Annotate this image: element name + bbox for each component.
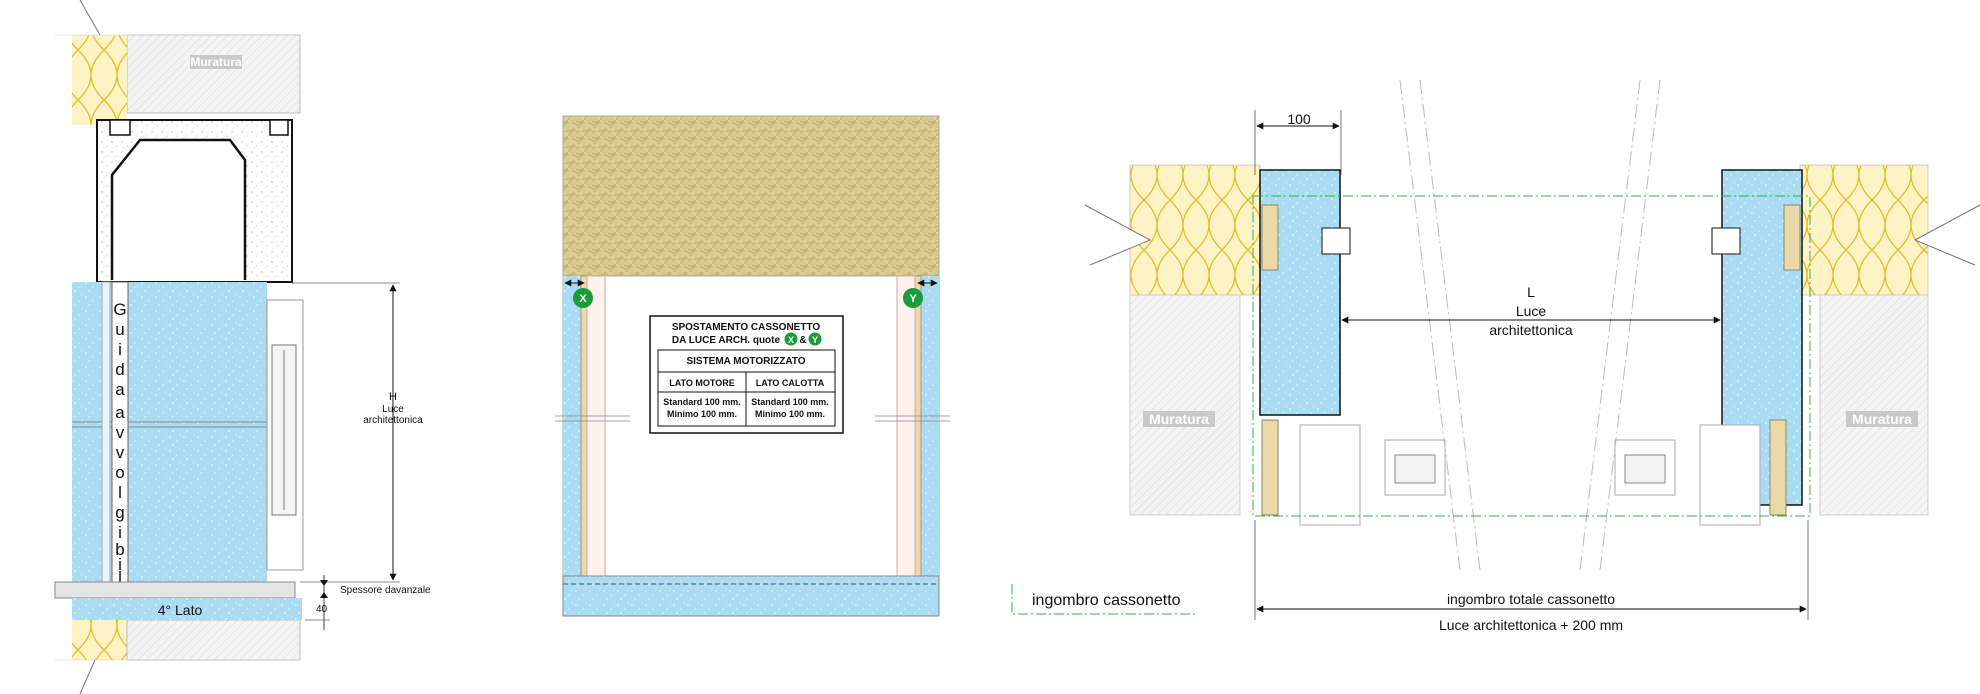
height-dim-label-1: Luce [382, 404, 404, 415]
table-col-motore: LATO MOTORE [669, 378, 735, 388]
total-formula: Luce architettonica + 200 mm [1439, 617, 1623, 633]
dim-top-value: 100 [1287, 111, 1311, 127]
table-title-amp: & [799, 335, 806, 346]
table-cell: Standard 100 mm. [751, 397, 829, 407]
right-section: Muratura Muratura 100 [1011, 79, 1980, 633]
table-marker-x: X [788, 335, 794, 345]
span-label-1: Luce [1516, 303, 1547, 319]
insulation-top [72, 35, 127, 125]
roller-box-top-view [562, 115, 940, 277]
box-footprint-outline [1252, 195, 1811, 517]
legend-line [1011, 584, 1195, 615]
legend-label: ingombro cassonetto [1032, 592, 1181, 609]
murature-left: Muratura [1149, 411, 1209, 427]
table-marker-y: Y [812, 335, 818, 345]
box-side-left [1259, 169, 1341, 416]
svg-text:b: b [115, 540, 124, 559]
wall-right [1819, 294, 1929, 516]
svg-text:l: l [118, 483, 122, 502]
left-section: Muratura G u i d a a v v o l g i [54, 0, 431, 694]
table-subtitle: SISTEMA MOTORIZZATO [686, 356, 805, 367]
sill-label: Spessore davanzale [340, 585, 431, 596]
insulation-left [1129, 164, 1261, 296]
roller-box-cavity [110, 138, 247, 280]
insulation-right [1799, 164, 1929, 296]
svg-text:G: G [113, 300, 126, 319]
insulation-bottom [72, 620, 127, 660]
svg-text:i: i [118, 555, 122, 574]
marker-x-badge [573, 288, 593, 308]
bottom-wall [126, 619, 301, 661]
span-letter: L [1527, 284, 1535, 300]
svg-text:i: i [118, 340, 122, 359]
table-col-calotta: LATO CALOTTA [756, 378, 825, 388]
murature-tag [190, 55, 242, 69]
table-title-2: DA LUCE ARCH. quote [672, 335, 781, 346]
wall-left [1129, 294, 1241, 516]
sill-dim-value: 40 [316, 604, 328, 615]
svg-text:u: u [115, 320, 124, 339]
table-title-1: SPOSTAMENTO CASSONETTO [672, 322, 821, 333]
marker-x-label: X [579, 293, 587, 305]
marker-y-badge [903, 288, 923, 308]
svg-text:o: o [115, 463, 124, 482]
middle-section: X Y SPOSTAMENTO CASSONETTO DA LUCE ARCH.… [555, 115, 950, 617]
guide-vertical-label: G u i d a a v v o l g i b i l e [113, 300, 126, 600]
murature-label: Muratura [190, 55, 242, 69]
span-label-2: architettonica [1489, 322, 1572, 338]
window-sill [54, 581, 296, 599]
svg-text:a: a [115, 380, 125, 399]
svg-text:v: v [116, 443, 125, 462]
fourth-side-strip [72, 598, 302, 620]
svg-text:d: d [115, 360, 124, 379]
offset-table: SPOSTAMENTO CASSONETTO DA LUCE ARCH. quo… [649, 315, 844, 434]
shutter-body [72, 282, 267, 582]
marker-y-label: Y [909, 293, 917, 305]
top-wall [126, 34, 301, 114]
svg-text:a: a [115, 403, 125, 422]
height-dim-label-2: architettonica [363, 415, 423, 426]
svg-text:v: v [116, 423, 125, 442]
table-cell: Minimo 100 mm. [755, 409, 825, 419]
svg-text:i: i [118, 523, 122, 542]
table-cell: Minimo 100 mm. [667, 409, 737, 419]
table-cell: Standard 100 mm. [663, 397, 741, 407]
murature-right: Muratura [1852, 411, 1912, 427]
fourth-side-label: 4° Lato [158, 602, 203, 618]
height-dim-letter: H [389, 391, 397, 403]
svg-text:l: l [118, 568, 122, 587]
total-label: ingombro totale cassonetto [1447, 591, 1615, 607]
svg-text:g: g [115, 503, 124, 522]
